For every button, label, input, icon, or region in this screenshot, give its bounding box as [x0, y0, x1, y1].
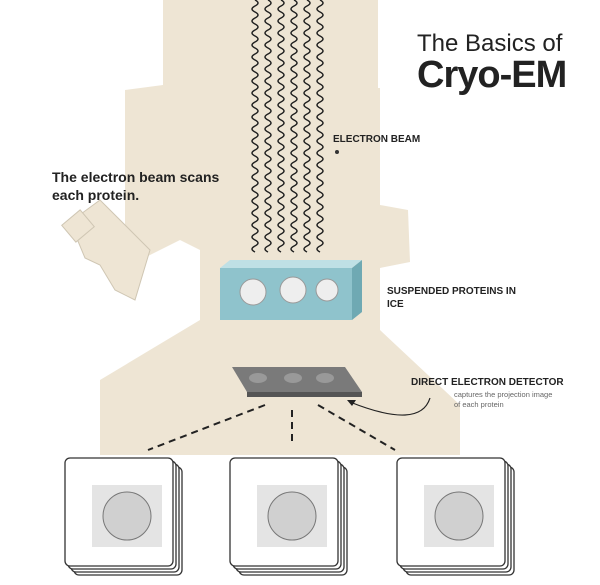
wave-line — [277, 0, 285, 253]
title-line-1: The Basics of — [417, 30, 563, 57]
detector-sublabel: captures the projection image of each pr… — [454, 390, 553, 409]
detector-label: DIRECT ELECTRON DETECTOR — [411, 377, 564, 388]
detector-plate — [232, 367, 362, 397]
wave-line — [303, 0, 311, 253]
suspended-proteins-label: SUSPENDED PROTEINS IN ICE — [387, 286, 516, 310]
eyepiece — [61, 199, 151, 301]
projection-arrows — [147, 404, 396, 451]
ice-block — [220, 260, 362, 320]
electron-beam-label: ELECTRON BEAM — [333, 134, 421, 145]
detector-pointer-arrow — [349, 397, 431, 416]
wave-line — [264, 0, 272, 253]
electron-dot — [335, 150, 339, 154]
projection-image-stack — [64, 457, 183, 576]
projection-image-stack — [229, 457, 348, 576]
scan-caption: The electron beam scans each protein. — [52, 169, 220, 203]
wave-line — [316, 0, 324, 253]
wave-line — [290, 0, 298, 253]
title-line-2: Cryo-EM — [417, 54, 567, 96]
projection-image-stack — [396, 457, 515, 576]
electron-beam-waves — [251, 0, 324, 253]
wave-line — [251, 0, 259, 253]
